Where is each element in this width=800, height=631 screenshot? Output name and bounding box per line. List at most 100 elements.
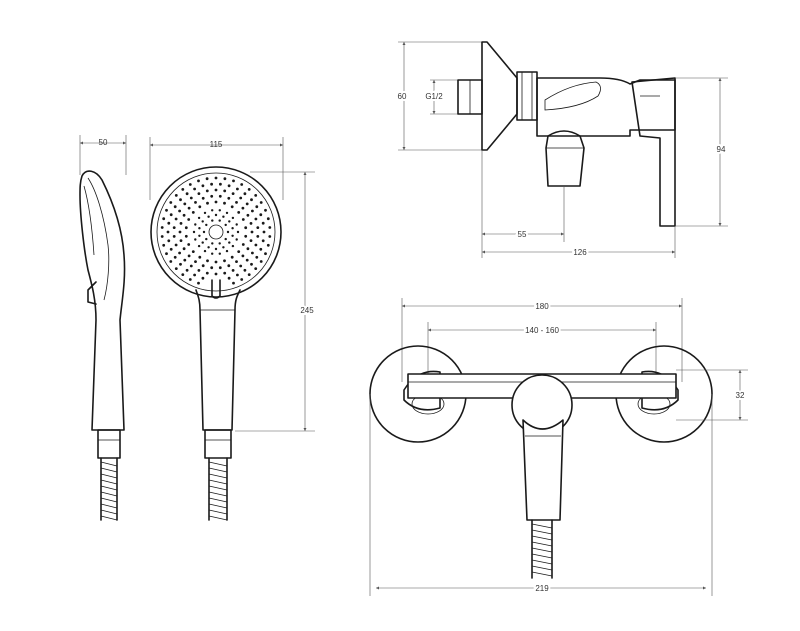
side-lever bbox=[631, 77, 676, 227]
nozzle-dot bbox=[264, 208, 267, 212]
nozzle-dot bbox=[245, 258, 249, 262]
nozzle-dot bbox=[244, 234, 248, 238]
nozzle-dot bbox=[201, 184, 205, 188]
nozzle-dot bbox=[184, 226, 188, 230]
nozzle-dot bbox=[197, 244, 201, 248]
nozzle-dot bbox=[235, 238, 238, 241]
nozzle-dot bbox=[225, 211, 229, 215]
nozzle-dot bbox=[203, 249, 207, 253]
nozzle-dot bbox=[181, 188, 185, 191]
nozzle-dot bbox=[193, 187, 197, 191]
nozzle-dot bbox=[223, 189, 227, 193]
nozzle-dot bbox=[189, 264, 193, 268]
nozzle-dot bbox=[243, 268, 247, 272]
nozzle-dot bbox=[201, 220, 204, 223]
nozzle-dot bbox=[222, 246, 225, 249]
nozzle-dot bbox=[231, 244, 235, 248]
side-button bbox=[87, 281, 97, 305]
nozzle-dot bbox=[262, 230, 266, 234]
nozzle-dot bbox=[174, 217, 178, 221]
front-head-outer bbox=[150, 166, 282, 298]
nozzle-dot bbox=[235, 201, 238, 204]
nozzle-dot bbox=[193, 273, 197, 277]
nozzle-dot bbox=[182, 213, 186, 217]
nozzle-dot bbox=[198, 234, 201, 237]
nozzle-dot bbox=[249, 222, 253, 225]
nozzle-dot bbox=[218, 266, 222, 270]
nozzle-dot bbox=[261, 221, 265, 225]
nozzle-dot bbox=[182, 247, 186, 251]
dim-center-distance-label: 180 bbox=[535, 302, 549, 311]
nozzle-dot bbox=[254, 267, 258, 270]
nozzle-dot bbox=[239, 196, 243, 200]
side-hose bbox=[100, 457, 118, 521]
side-outlet bbox=[545, 130, 585, 187]
nozzle-dot bbox=[214, 272, 218, 276]
nozzle-dot bbox=[231, 192, 235, 196]
nozzle-dot bbox=[185, 192, 189, 196]
side-head-profile bbox=[79, 170, 126, 431]
nozzle-dot bbox=[165, 252, 168, 256]
dim-wall-plate-height-label: 60 bbox=[398, 92, 407, 101]
nozzle-dot bbox=[266, 217, 270, 221]
nozzle-dot bbox=[178, 251, 182, 255]
nozzle-dot bbox=[173, 255, 177, 259]
nozzle-dot bbox=[255, 255, 259, 259]
top-hose bbox=[531, 519, 553, 579]
nozzle-dot bbox=[223, 271, 227, 275]
nozzle-dot bbox=[246, 213, 250, 217]
mixer-top-view: 180 140 - 160 32 bbox=[369, 298, 748, 596]
nozzle-dot bbox=[259, 247, 263, 251]
nozzle-dot bbox=[261, 239, 265, 243]
nozzle-dot bbox=[198, 205, 202, 209]
nozzle-dot bbox=[214, 188, 218, 192]
front-nozzle-pattern bbox=[160, 176, 272, 285]
nozzle-dot bbox=[188, 278, 192, 281]
nozzle-dot bbox=[214, 260, 218, 264]
nozzle-dot bbox=[245, 202, 249, 206]
nozzle-dot bbox=[227, 276, 231, 280]
nozzle-dot bbox=[241, 206, 245, 210]
nozzle-dot bbox=[172, 226, 176, 230]
nozzle-dot bbox=[187, 243, 191, 246]
nozzle-dot bbox=[167, 239, 171, 243]
nozzle-dot bbox=[211, 219, 214, 222]
side-body bbox=[536, 77, 676, 137]
nozzle-dot bbox=[264, 252, 267, 256]
nozzle-dot bbox=[173, 205, 177, 209]
nozzle-dot bbox=[210, 266, 214, 270]
nozzle-dot bbox=[169, 247, 173, 251]
nozzle-dot bbox=[207, 246, 210, 249]
nozzle-dot bbox=[237, 211, 241, 214]
nozzle-dot bbox=[205, 271, 209, 275]
nozzle-dot bbox=[256, 226, 260, 230]
nozzle-dot bbox=[197, 281, 200, 285]
nozzle-dot bbox=[259, 201, 263, 204]
nozzle-dot bbox=[192, 230, 196, 234]
nozzle-dot bbox=[166, 230, 170, 234]
nozzle-dot bbox=[231, 269, 235, 272]
nozzle-dot bbox=[226, 230, 230, 234]
dim-front-width-label: 115 bbox=[210, 140, 223, 149]
nozzle-dot bbox=[254, 243, 258, 247]
nozzle-dot bbox=[254, 217, 258, 221]
nozzle-dot bbox=[174, 243, 178, 247]
nozzle-dot bbox=[255, 205, 259, 209]
nozzle-dot bbox=[223, 201, 226, 205]
nozzle-dot bbox=[239, 264, 243, 268]
dim-front-height-label: 245 bbox=[300, 306, 314, 315]
nozzle-dot bbox=[219, 182, 222, 186]
nozzle-dot bbox=[169, 260, 173, 263]
nozzle-dot bbox=[235, 260, 238, 263]
front-handle bbox=[195, 289, 241, 431]
nozzle-dot bbox=[218, 194, 222, 198]
nozzle-dot bbox=[197, 269, 201, 272]
nozzle-dot bbox=[230, 205, 234, 209]
nozzle-dot bbox=[230, 255, 234, 259]
nozzle-dot bbox=[178, 209, 182, 213]
nozzle-dot bbox=[160, 226, 164, 229]
nozzle-dot bbox=[210, 182, 214, 186]
top-lever bbox=[522, 419, 564, 521]
nozzle-dot bbox=[187, 254, 191, 258]
nozzle-dot bbox=[251, 251, 254, 255]
